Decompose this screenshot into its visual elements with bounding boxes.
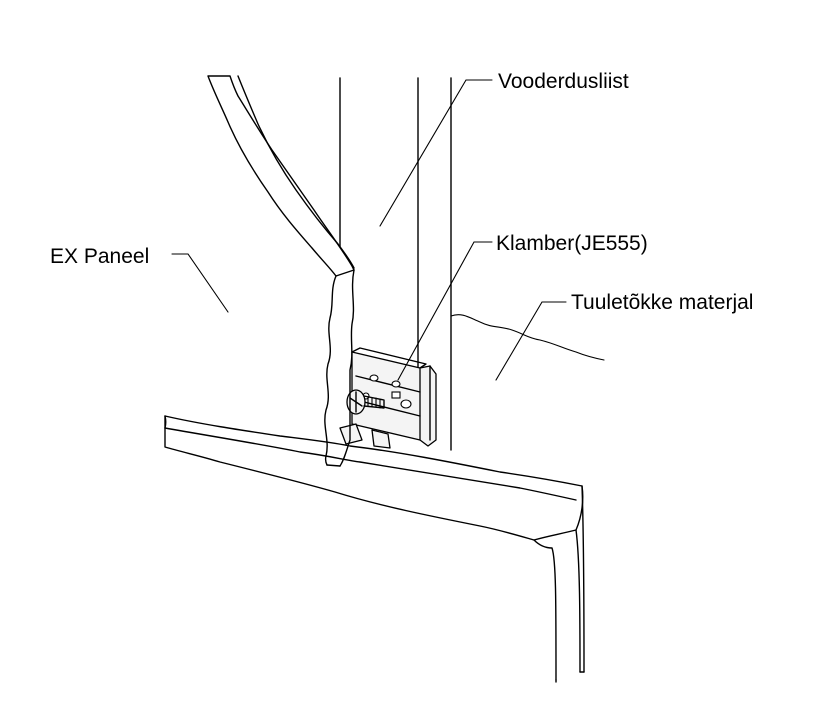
lower-board [164, 415, 585, 683]
clamp [339, 347, 437, 449]
ex-panel [207, 75, 355, 467]
label-ex-panel: EX Paneel [50, 245, 149, 268]
windproof-membrane [450, 314, 605, 361]
leader-ex-panel [171, 253, 229, 313]
leader-lining-strip [379, 79, 493, 227]
leader-lines [171, 79, 567, 381]
label-windproof-material: Tuuletõkke materjal [571, 291, 753, 314]
leader-clamp [397, 241, 493, 381]
leader-windproof [495, 301, 567, 381]
label-clamp: Klamber(JE555) [496, 232, 648, 255]
label-lining-strip: Vooderdusliist [498, 70, 629, 93]
lining-strip [339, 77, 452, 451]
